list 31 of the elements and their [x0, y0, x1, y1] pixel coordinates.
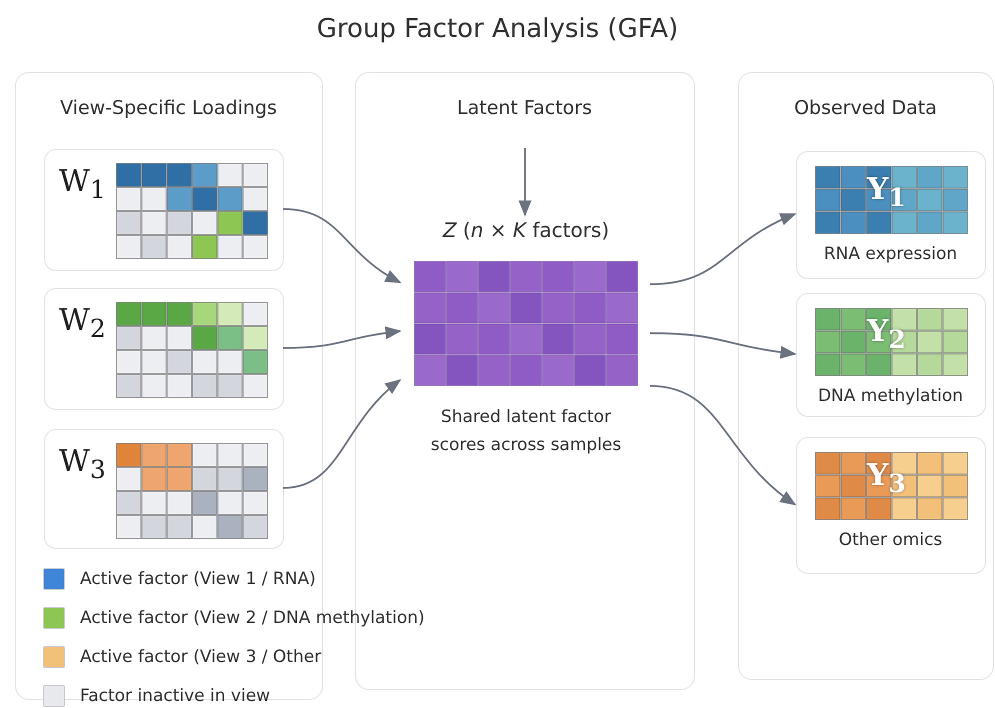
panel-heading: View-Specific Loadings [59, 97, 278, 119]
loading-matrix-card [44, 429, 284, 549]
matrix-label: W$_{1}$ [59, 164, 106, 204]
arrow [282, 326, 402, 349]
matrix-caption: DNA methylation [816, 386, 964, 406]
arrow [518, 148, 532, 217]
arrow [282, 379, 402, 489]
arrow [650, 332, 797, 359]
data-matrix-card [796, 293, 986, 417]
matrix-label: W$_{2}$ [59, 303, 106, 343]
data-matrix-card [796, 151, 986, 279]
arrow [650, 213, 796, 286]
legend-text: Factor inactive in view [80, 686, 270, 706]
matrix-caption: RNA expression [822, 244, 958, 264]
matrix-caption: Shared latent factor scores across samples [430, 406, 622, 457]
arrow [650, 384, 796, 506]
column-panel [738, 72, 994, 680]
legend-text: Active factor (View 2 / DNA methylation) [80, 608, 425, 628]
panel-heading: Latent Factors [456, 97, 593, 119]
panel-heading: Observed Data [793, 97, 938, 119]
arrow [282, 208, 402, 284]
diagram-title: Group Factor Analysis (GFA) [316, 14, 680, 44]
matrix-label: Y$_{1}$ [867, 172, 906, 212]
loading-matrix-card [44, 149, 284, 271]
legend-text: Active factor (View 1 / RNA) [80, 569, 316, 589]
matrix-caption: Other omics [838, 530, 944, 550]
legend-text: Active factor (View 3 / Other [80, 647, 322, 667]
matrix-label: W$_{3}$ [59, 444, 106, 484]
data-matrix-card [796, 437, 986, 574]
loading-matrix-card [44, 288, 284, 410]
matrix-label: Z (n × K factors) [442, 218, 610, 242]
